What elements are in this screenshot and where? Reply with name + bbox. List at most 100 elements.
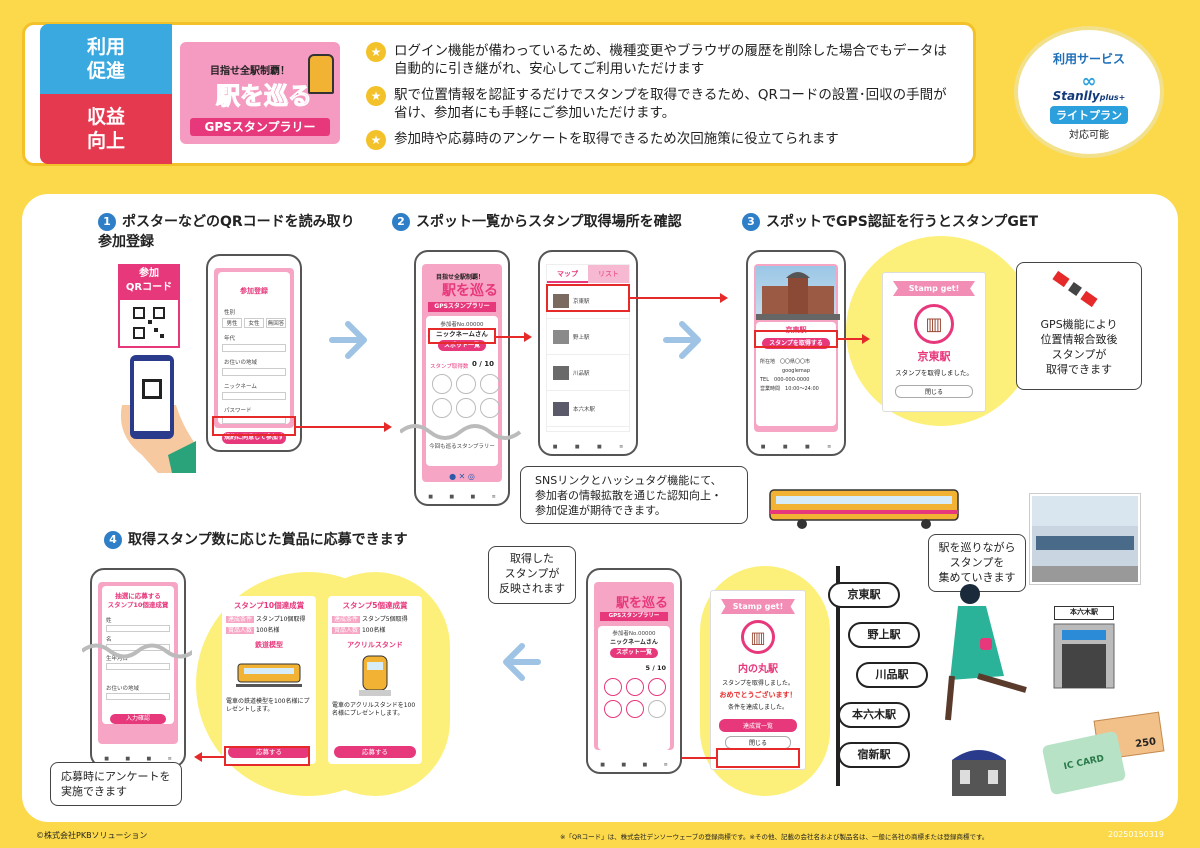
nav-top[interactable]: ■ bbox=[760, 444, 766, 450]
stamp-slot bbox=[480, 374, 500, 394]
stamp-count: 0 / 10 bbox=[471, 360, 494, 368]
train-illustration-icon bbox=[769, 489, 959, 529]
field-label: 名 bbox=[106, 637, 112, 643]
stamp-slot-filled bbox=[626, 700, 644, 718]
list-item[interactable]: 本六木駅 bbox=[547, 391, 629, 427]
registration-title: 参加登録 bbox=[240, 287, 268, 295]
survey-bubble: 応募時にアンケートを 実施できます bbox=[50, 762, 182, 806]
station-thumb-icon bbox=[553, 329, 569, 344]
stamp-slot-filled bbox=[604, 700, 622, 718]
nav-menu[interactable]: ≡ bbox=[827, 444, 832, 450]
region-select[interactable] bbox=[222, 368, 286, 376]
nav-menu[interactable]: ≡ bbox=[167, 756, 172, 762]
station-thumb-icon bbox=[553, 365, 569, 380]
highlight-box bbox=[716, 748, 800, 768]
train-model-icon bbox=[236, 663, 302, 687]
nav-spot[interactable]: ■ bbox=[782, 444, 788, 450]
stamp-slot-filled bbox=[626, 678, 644, 696]
spot-list-button[interactable]: スポット一覧 bbox=[610, 648, 658, 658]
reflect-bubble: 取得した スタンプが 反映されます bbox=[488, 546, 576, 604]
stamp-slot bbox=[456, 398, 476, 418]
flow-arrow-left-icon bbox=[503, 643, 541, 681]
apply-button[interactable]: 応募する bbox=[334, 746, 416, 758]
nav-spot[interactable]: ■ bbox=[621, 762, 627, 768]
field-label: 年代 bbox=[224, 336, 236, 342]
pointer-line bbox=[838, 338, 864, 340]
cond-label: 達成条件 bbox=[226, 616, 255, 623]
gender-option[interactable]: 女性 bbox=[244, 318, 264, 328]
nav-top[interactable]: ■ bbox=[104, 756, 109, 762]
close-button[interactable]: 閉じる bbox=[895, 385, 973, 398]
pointer-arrow-left-icon bbox=[194, 752, 202, 762]
nav-prize[interactable]: ■ bbox=[804, 444, 810, 450]
confirm-button[interactable]: 入力確認 bbox=[110, 714, 166, 724]
field-label: ニックネーム bbox=[224, 384, 257, 390]
nickname: ニックネームさん bbox=[610, 639, 658, 646]
nav-prize[interactable]: ■ bbox=[642, 762, 648, 768]
nav-spot[interactable]: ■ bbox=[125, 756, 131, 762]
station-pill: 本六木駅 bbox=[838, 702, 910, 728]
map-link[interactable]: googlemap bbox=[782, 368, 811, 374]
tab-list[interactable]: リスト bbox=[588, 265, 629, 283]
list-item[interactable]: 京東駅 bbox=[547, 283, 629, 319]
step-number: 3 bbox=[742, 213, 760, 231]
bottom-nav: ■ ■ ■ ≡ bbox=[592, 752, 676, 768]
badge-plan: ライトプラン bbox=[1050, 106, 1128, 124]
nav-prize[interactable]: ■ bbox=[470, 494, 476, 500]
pointer-line bbox=[200, 756, 224, 758]
nav-top[interactable]: ■ bbox=[428, 494, 433, 500]
bottom-nav: ■ ■ ■ ≡ bbox=[420, 484, 504, 500]
nav-prize[interactable]: ■ bbox=[146, 756, 152, 762]
nav-prize[interactable]: ■ bbox=[596, 444, 602, 450]
surname-input[interactable] bbox=[106, 625, 170, 632]
station-building-icon bbox=[1053, 623, 1115, 689]
gender-option[interactable]: 無回答 bbox=[266, 318, 286, 328]
train-icon bbox=[308, 54, 334, 94]
badge-note: 対応可能 bbox=[1069, 130, 1109, 141]
stamp-get-card: Stamp get! ▥ 京東駅 スタンプを取得しました。 閉じる bbox=[882, 272, 986, 412]
tag-promotion: 利用 促進 bbox=[40, 24, 172, 94]
nav-spot[interactable]: ■ bbox=[574, 444, 580, 450]
stamp-grid bbox=[432, 374, 500, 418]
pointer-line bbox=[296, 426, 386, 428]
region-select[interactable] bbox=[106, 693, 170, 700]
ticket-price: 250 bbox=[1134, 736, 1157, 751]
nav-spot[interactable]: ■ bbox=[449, 494, 455, 500]
sns-icons[interactable]: ● ✕ ◎ bbox=[449, 472, 475, 481]
list-item[interactable]: 川品駅 bbox=[547, 355, 629, 391]
tab-map[interactable]: マップ bbox=[547, 265, 588, 283]
station-stamp-icon: ▥ bbox=[914, 304, 954, 344]
get-stamp-button[interactable]: スタンプを取得する bbox=[762, 338, 830, 349]
highlight-box bbox=[428, 328, 496, 344]
trademark-note: ※「QRコード」は、株式会社デンソーウェーブの登録商標です。※その他、記載の会社… bbox=[560, 833, 989, 841]
prize-5-card: スタンプ5個達成賞 達成条件 スタンプ5個取得 賞品人数 100名様 アクリルス… bbox=[328, 596, 422, 764]
apply-button[interactable]: 応募する bbox=[228, 746, 310, 758]
spot-list-button[interactable]: スポット一覧 bbox=[438, 340, 486, 351]
stanly-logo-icon: ∞ bbox=[1081, 71, 1097, 92]
gender-option[interactable]: 男性 bbox=[222, 318, 242, 328]
service-badge: 利用サービス ∞ Stanllyplus+ ライトプラン 対応可能 bbox=[1014, 26, 1164, 158]
nav-menu[interactable]: ≡ bbox=[663, 762, 668, 768]
nickname-input[interactable] bbox=[222, 392, 286, 400]
bottom-nav: ■ ■ ■ ≡ bbox=[96, 746, 180, 762]
flow-arrow-icon bbox=[663, 321, 701, 359]
highlight-box bbox=[224, 746, 310, 766]
stamp-grid bbox=[604, 678, 666, 718]
prize-title: スタンプ10個達成賞 bbox=[233, 601, 305, 610]
hours-label: 営業時間 bbox=[760, 386, 781, 392]
achievement-list-button[interactable]: 達成賞一覧 bbox=[719, 719, 797, 732]
nav-menu[interactable]: ≡ bbox=[491, 494, 496, 500]
nav-menu[interactable]: ≡ bbox=[619, 444, 624, 450]
field-label: 生年月日 bbox=[106, 656, 129, 662]
train-photo-icon bbox=[1030, 494, 1140, 584]
birthday-input[interactable] bbox=[106, 663, 170, 670]
prize-condition: スタンプ5個取得 bbox=[361, 616, 408, 623]
nav-top[interactable]: ■ bbox=[600, 762, 605, 768]
nav-top[interactable]: ■ bbox=[552, 444, 558, 450]
user-id: 参加者No.00000 bbox=[612, 631, 656, 637]
list-item[interactable]: 野上駅 bbox=[547, 319, 629, 355]
age-select[interactable] bbox=[222, 344, 286, 352]
highlight-box bbox=[546, 284, 630, 312]
stamp-get-banner: Stamp get! bbox=[893, 281, 975, 296]
